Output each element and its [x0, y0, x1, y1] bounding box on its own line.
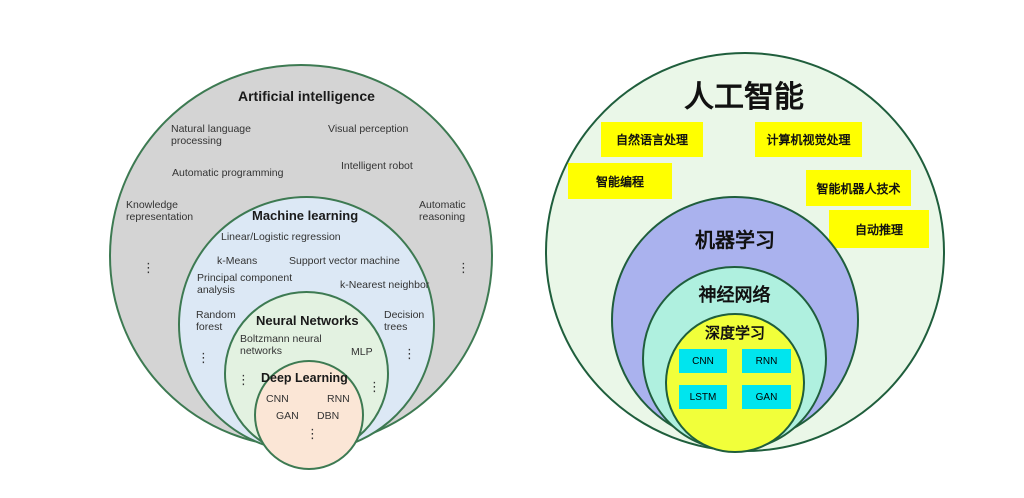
dl-item-cnn: CNN	[266, 393, 289, 405]
ai-item-visual: Visual perception	[328, 123, 409, 135]
ai-title-left: Artificial intelligence	[238, 88, 375, 104]
nn-ellipsis-right: ⋮	[368, 379, 381, 394]
ml-item-kmeans: k-Means	[217, 255, 258, 267]
ai-title-right: 人工智能	[684, 80, 804, 115]
ml-item-rf-line2: forest	[196, 321, 223, 333]
dl-circle-right	[665, 313, 805, 453]
ml-item-pca-line1: Principal component	[197, 272, 293, 284]
ai-item-nlp: Natural language processing	[171, 123, 251, 147]
ml-item-dt-line1: Decision	[384, 309, 425, 321]
nn-item-boltzmann: Boltzmann neural networks	[240, 333, 322, 357]
nn-item-boltzmann-line2: networks	[240, 345, 283, 357]
dl-title-right: 深度学习	[704, 324, 765, 342]
ai-item-reasoning: Automatic reasoning	[419, 199, 466, 223]
nn-ellipsis-left: ⋮	[237, 372, 250, 387]
ai-ellipsis-left: ⋮	[142, 260, 155, 275]
ml-item-rf: Random forest	[196, 309, 236, 333]
dl-ellipsis: ⋮	[306, 426, 319, 441]
ai-item-knowledge: Knowledge representation	[126, 199, 193, 223]
ai-item-nlp-line1: Natural language	[171, 123, 251, 135]
ml-ellipsis-left: ⋮	[197, 350, 210, 365]
ml-title-right: 机器学习	[695, 228, 775, 252]
nn-title-right: 神经网络	[698, 285, 771, 306]
ml-item-pca: Principal component analysis	[197, 272, 292, 296]
ai-item-reasoning-line2: reasoning	[419, 211, 466, 223]
nn-item-boltzmann-line1: Boltzmann neural	[240, 333, 322, 345]
ml-item-dt-line2: trees	[384, 321, 408, 333]
ml-item-svm: Support vector machine	[289, 255, 400, 267]
ml-item-knn: k-Nearest neighbor	[340, 279, 430, 291]
dl-item-gan: GAN	[276, 410, 299, 422]
ml-item-pca-line2: analysis	[197, 284, 235, 296]
ai-box-robot: 智能机器人技术	[806, 170, 911, 206]
ai-item-knowledge-line1: Knowledge	[126, 199, 178, 211]
nn-item-mlp: MLP	[351, 346, 373, 358]
ai-item-robot: Intelligent robot	[341, 160, 413, 172]
ai-box-nlp: 自然语言处理	[601, 122, 703, 157]
dl-box-lstm: LSTM	[679, 385, 727, 409]
ai-box-reason: 自动推理	[829, 210, 929, 248]
ml-title-left: Machine learning	[252, 208, 359, 223]
dl-box-cnn: CNN	[679, 349, 727, 373]
dl-item-dbn: DBN	[317, 410, 340, 422]
ai-item-nlp-line2: processing	[171, 135, 222, 147]
dl-box-gan: GAN	[742, 385, 791, 409]
dl-box-rnn: RNN	[742, 349, 791, 373]
nn-title-left: Neural Networks	[256, 313, 359, 328]
ai-item-knowledge-line2: representation	[126, 211, 194, 223]
dl-title-left: Deep Learning	[261, 371, 348, 385]
dl-item-rnn: RNN	[327, 393, 350, 405]
ai-box-prog: 智能编程	[568, 163, 672, 199]
ai-item-reasoning-line1: Automatic	[419, 199, 466, 211]
ml-item-regression: Linear/Logistic regression	[221, 231, 341, 243]
ai-item-autoprog: Automatic programming	[172, 167, 284, 179]
dl-circle-left	[254, 360, 364, 470]
ml-item-rf-line1: Random	[196, 309, 236, 321]
ml-ellipsis-right: ⋮	[403, 346, 416, 361]
ai-ellipsis-right: ⋮	[457, 260, 470, 275]
ml-item-dt: Decision trees	[384, 309, 424, 333]
ai-box-cv: 计算机视觉处理	[755, 122, 862, 157]
